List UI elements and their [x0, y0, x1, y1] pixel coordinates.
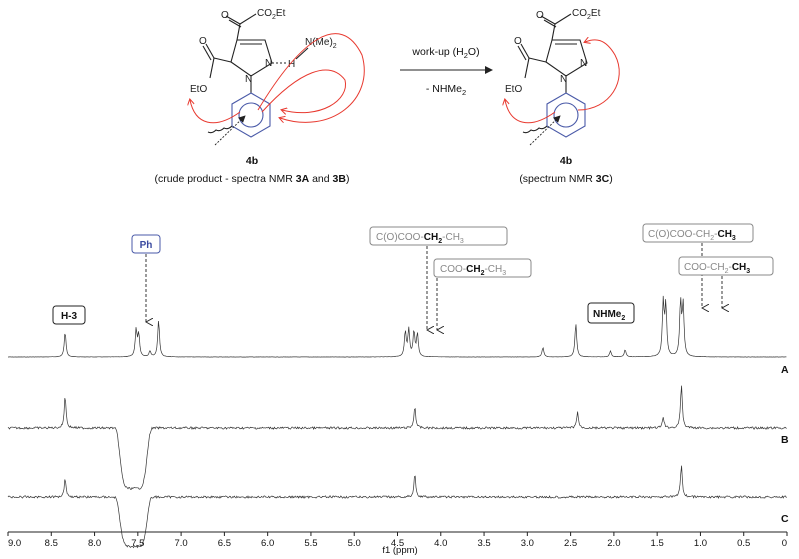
- x-tick-label: 1.0: [694, 538, 707, 549]
- label-box-ch2-a: [369, 226, 508, 246]
- molecule-left: [202, 13, 309, 138]
- x-tick-label: 8.5: [45, 538, 58, 549]
- spectrum-trace-b: [7, 385, 787, 490]
- x-tick-label: 8.0: [88, 538, 101, 549]
- co2et-label-right: CO2Et: [572, 8, 601, 21]
- ester-o-left: O: [199, 36, 207, 47]
- caption-left: (crude product - spectra NMR 3A and 3B): [155, 173, 350, 185]
- spectrum-trace-a: [8, 295, 787, 358]
- label-ch3-b: COO-CH2-CH3: [684, 262, 750, 275]
- label-nhme2: NHMe2: [593, 309, 625, 322]
- molecule-right-labels: CO2Et O O EtO N N: [505, 8, 601, 95]
- ester-o-right: O: [514, 36, 522, 47]
- label-box-nhme2: [587, 302, 635, 324]
- n2-label-right: N: [560, 74, 567, 85]
- x-tick-label: 5.5: [304, 538, 317, 549]
- x-tick-label: 4.0: [434, 538, 447, 549]
- nme2-label-left: N(Me)2: [305, 37, 337, 50]
- compound-label-left: 4b: [246, 155, 258, 167]
- label-box-ch3-b: [678, 256, 774, 276]
- x-tick-label: 5.0: [348, 538, 361, 549]
- x-tick-label: 4.5: [391, 538, 404, 549]
- reaction-condition-top: work-up (H2O): [411, 46, 479, 60]
- label-h3: H-3: [61, 311, 78, 322]
- x-tick-label: 1.5: [651, 538, 664, 549]
- n2-label-left: N: [245, 74, 252, 85]
- molecule-left-labels: CO2Et O O EtO N N H N(Me)2: [190, 8, 337, 95]
- spectrum-label-c: C: [781, 513, 789, 525]
- label-box-ph: [131, 234, 161, 254]
- compound-label-right: 4b: [560, 155, 572, 167]
- x-tick-label: 3.5: [477, 538, 490, 549]
- n1-label-right: N: [580, 58, 587, 69]
- x-tick-label: 2.5: [564, 538, 577, 549]
- x-tick-label: 3.0: [521, 538, 534, 549]
- x-axis: 9.0 8.5 8.0 7.5 7.0 6.5 6.0 5.5 5.0 4.5 4.0 3.5 3.0 2…: [7, 531, 788, 549]
- x-tick-label: 6.5: [218, 538, 231, 549]
- label-box-ch3-a: [642, 223, 754, 243]
- co2et-label-left: CO2Et: [257, 8, 286, 21]
- x-tick-label: 7.0: [175, 538, 188, 549]
- spectrum-label-a: A: [781, 364, 789, 376]
- h-label-left: H: [288, 59, 295, 70]
- x-tick-label: 6.0: [261, 538, 274, 549]
- molecule-right: [517, 13, 588, 138]
- label-box-h3: [52, 305, 86, 325]
- x-tick-label: 7.5: [131, 538, 144, 549]
- label-box-ch2-b: [433, 258, 532, 278]
- n1-label-left: N: [265, 58, 272, 69]
- noe-arrows-right: [505, 40, 620, 124]
- x-tick-label: 0.5: [737, 538, 750, 549]
- ketone-o-left: O: [221, 10, 229, 21]
- reaction-condition-bottom: - NHMe2: [426, 83, 466, 97]
- label-ph: Ph: [140, 240, 153, 251]
- x-axis-label: f1 (ppm): [382, 545, 417, 556]
- x-tick-label: 2.0: [607, 538, 620, 549]
- annotations: H-3 Ph C(O)COO-CH2-CH3 COO-CH2-CH3 NHMe2…: [52, 223, 774, 330]
- nmr-spectra: A B C: [7, 295, 789, 549]
- noe-arrows-left: [190, 33, 365, 124]
- label-ch2-b: COO-CH2-CH3: [440, 264, 506, 277]
- spectrum-label-b: B: [781, 434, 789, 446]
- label-ch2-a: C(O)COO-CH2-CH3: [376, 232, 464, 245]
- eto-label-left: EtO: [190, 84, 207, 95]
- eto-label-right: EtO: [505, 84, 522, 95]
- label-ch3-a: C(O)COO-CH2-CH3: [648, 229, 736, 242]
- caption-right: (spectrum NMR 3C): [519, 173, 612, 185]
- x-tick-label: 0: [782, 538, 787, 549]
- spectrum-trace-c: [7, 465, 787, 549]
- ketone-o-right: O: [536, 10, 544, 21]
- x-tick-label: 9.0: [8, 538, 21, 549]
